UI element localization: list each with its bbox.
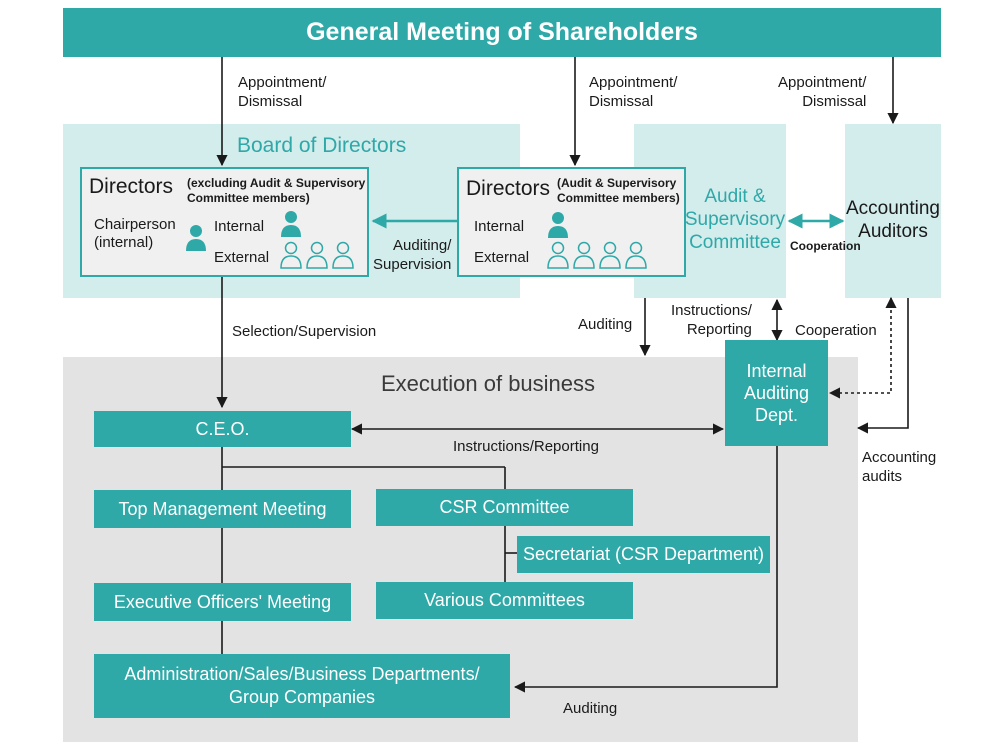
appointment-label-2: Appointment/ Dismissal xyxy=(589,74,678,110)
execution-title: Execution of business xyxy=(381,371,596,396)
internal-label: Internal xyxy=(214,218,265,235)
ceo-label: C.E.O. xyxy=(195,418,250,439)
csr-committee-label: CSR Committee xyxy=(439,497,570,517)
arrow-iad-departments xyxy=(513,446,778,693)
secretariat-label: Secretariat (CSR Department) xyxy=(522,544,765,564)
auditing-supervision-label: Auditing/ Supervision xyxy=(373,237,452,273)
external-persons-icon xyxy=(280,241,356,269)
top-management-label: Top Management Meeting xyxy=(118,498,327,519)
ceo-box: C.E.O. xyxy=(94,411,351,447)
accounting-auditors-title: Accounting Auditors xyxy=(845,198,940,242)
cooperation-iad-label: Cooperation xyxy=(795,322,877,339)
board-title: Board of Directors xyxy=(237,134,407,157)
audit-external-label: External xyxy=(474,249,530,266)
departments-label: Administration/Sales/Business Department… xyxy=(124,664,480,707)
appointment-label-3: Appointment/ Dismissal xyxy=(778,74,867,110)
general-meeting-shareholders: General Meeting of Shareholders xyxy=(63,8,941,57)
directors-note: (excluding Audit & Supervisory Committee… xyxy=(187,176,366,205)
executive-officers-label: Executive Officers' Meeting xyxy=(113,591,332,612)
instructions-reporting-ceo-label: Instructions/Reporting xyxy=(453,438,599,455)
cooperation-small-label: Cooperation xyxy=(790,239,861,253)
directors-audit-note: (Audit & Supervisory Committee members) xyxy=(557,176,680,205)
instructions-reporting-iad-label: Instructions/ Reporting xyxy=(671,302,752,338)
accounting-audits-label: Accounting audits xyxy=(862,449,937,485)
chairperson-label: Chairperson (internal) xyxy=(94,216,176,251)
audit-external-persons-icon xyxy=(547,241,649,269)
selection-supervision-label: Selection/Supervision xyxy=(232,323,377,340)
arrow-accounting-audits xyxy=(856,298,909,434)
accounting-auditors-panel xyxy=(845,124,941,298)
executive-officers-meeting: Executive Officers' Meeting xyxy=(94,583,351,621)
csr-committee: CSR Committee xyxy=(376,489,633,526)
directors-heading: Directors xyxy=(89,175,174,198)
directors-audit-box: Directors (Audit & Supervisory Committee… xyxy=(457,167,686,277)
audit-internal-label: Internal xyxy=(474,218,525,235)
top-management-meeting: Top Management Meeting xyxy=(94,490,351,528)
audit-internal-person-icon xyxy=(547,211,569,239)
various-committees-label: Various Committees xyxy=(424,590,585,610)
internal-auditing-dept: Internal Auditing Dept. xyxy=(725,340,828,446)
directors-excluding-box: Directors (excluding Audit & Supervisory… xyxy=(80,167,369,277)
gms-title: General Meeting of Shareholders xyxy=(306,18,698,46)
secretariat: Secretariat (CSR Department) xyxy=(517,536,770,573)
departments-group-companies: Administration/Sales/Business Department… xyxy=(94,654,510,718)
internal-person-icon xyxy=(280,210,302,238)
auditing-exec-label: Auditing xyxy=(578,316,633,333)
directors-audit-heading: Directors xyxy=(466,177,551,200)
appointment-label-1: Appointment/ Dismissal xyxy=(238,74,327,110)
internal-auditing-label: Internal Auditing Dept. xyxy=(743,361,810,425)
chairperson-icon xyxy=(185,224,207,252)
various-committees: Various Committees xyxy=(376,582,633,619)
external-label: External xyxy=(214,249,270,266)
audit-committee-title: Audit & Supervisory Committee xyxy=(684,185,786,253)
arrow-cooperation-dashed xyxy=(828,296,897,399)
auditing-bottom-label: Auditing xyxy=(563,700,618,717)
